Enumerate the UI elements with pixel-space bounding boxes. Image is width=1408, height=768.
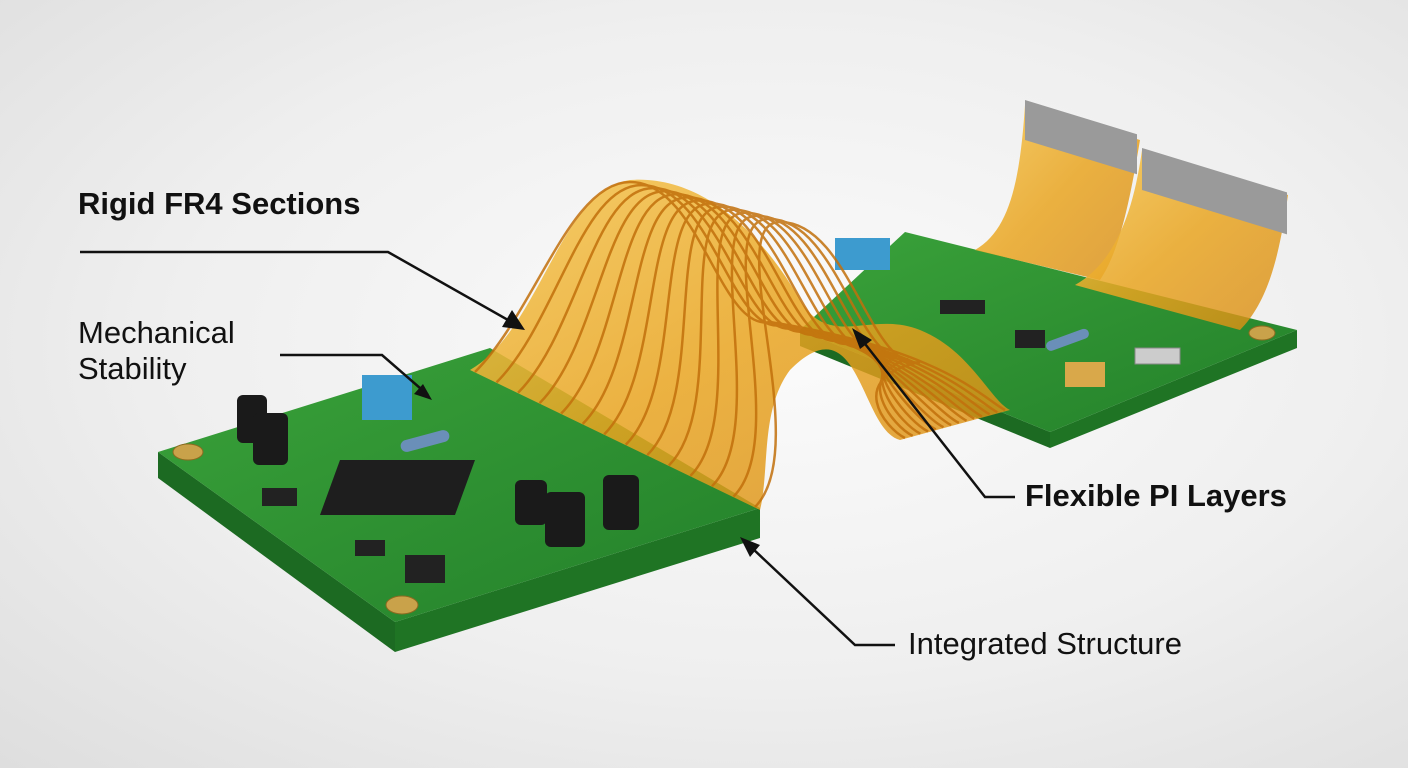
leader-integrated [751, 547, 895, 647]
arrow-mechanical [414, 384, 432, 400]
trace [754, 220, 921, 508]
arrow-flexible [852, 328, 872, 349]
left-rigid-board [158, 348, 760, 652]
arrow-rigid [502, 310, 525, 330]
capacitors [237, 395, 639, 547]
leader-rigid [80, 250, 516, 326]
leader-mechanical [280, 353, 429, 396]
trace [474, 180, 1006, 412]
trace [560, 193, 975, 420]
copper-traces [474, 180, 1006, 508]
trace [495, 183, 998, 414]
leader-flexible [861, 339, 1015, 499]
trace [517, 186, 991, 416]
arrowheads [414, 310, 872, 557]
trace [538, 189, 983, 418]
label-mechanical-stability: Mechanical Stability [78, 315, 235, 386]
arrow-integrated [740, 537, 760, 557]
leader-lines [80, 250, 1015, 647]
trace [732, 217, 914, 498]
trace [581, 196, 968, 425]
label-mechanical-line1: Mechanical [78, 315, 235, 350]
label-flexible-pi-layers: Flexible PI Layers [1025, 478, 1287, 513]
label-rigid-fr4-sections: Rigid FR4 Sections [78, 186, 361, 221]
trace [603, 199, 960, 436]
label-mechanical-line2: Stability [78, 350, 187, 386]
connector-flex-tails [975, 100, 1288, 330]
label-integrated-structure: Integrated Structure [908, 626, 1182, 661]
flexible-pi-ribbon [470, 179, 1010, 510]
